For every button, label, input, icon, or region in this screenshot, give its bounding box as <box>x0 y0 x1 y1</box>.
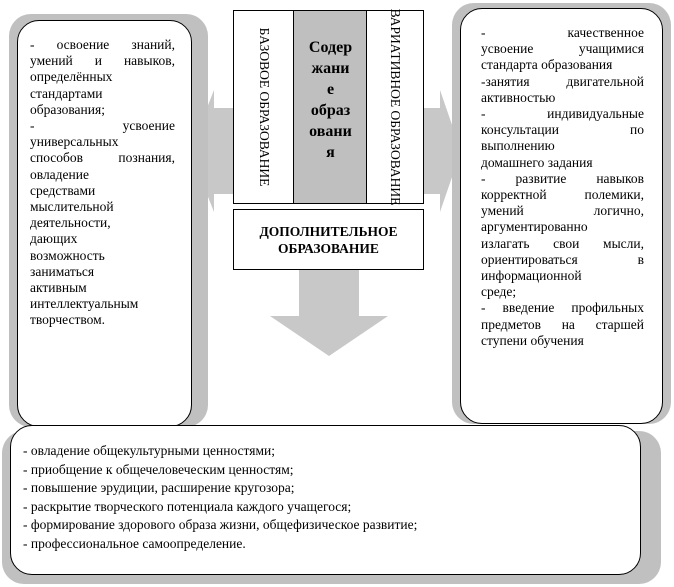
basic-education-label: БАЗОВОЕ ОБРАЗОВАНИЕ <box>256 27 272 187</box>
text-line: консультации по <box>481 122 644 138</box>
content-title-line: образ <box>310 102 351 119</box>
text-line: творчеством. <box>30 312 106 328</box>
text-line: корректной полемики, <box>481 187 644 203</box>
bottom-box: - овладение общекультурными ценностями; -… <box>10 425 641 575</box>
text-line: - формирование здорового образа жизни, о… <box>23 517 418 532</box>
text-line: мыслительной <box>30 199 114 215</box>
text-line: умений и навыков, <box>30 53 175 69</box>
text-line: усвоение учащимися <box>481 41 644 57</box>
text-line: средствами <box>30 182 96 198</box>
content-column: Содер жани е образ овани я <box>294 11 367 203</box>
text-line: активным <box>30 280 87 296</box>
text-line: - качественное <box>481 25 644 40</box>
content-title-line: овани <box>309 123 352 140</box>
text-line: среде; <box>481 284 517 300</box>
education-content-block: БАЗОВОЕ ОБРАЗОВАНИЕ Содер жани е образ овани… <box>233 8 424 206</box>
left-arrow <box>190 90 233 212</box>
text-line: образования; <box>30 101 105 117</box>
variative-education-label: ВАРИАТИВНОЕ ОБРАЗОВАНИЕ <box>388 8 403 206</box>
text-line: активностью <box>481 89 556 105</box>
content-of-education-title: Содер жани е образ овани я <box>294 37 367 163</box>
bottom-box-text: - овладение общекультурными ценностями; -… <box>23 442 640 553</box>
text-line: - профессиональное самоопределение. <box>23 535 246 551</box>
content-title-line: е <box>326 81 335 98</box>
content-title-line: я <box>326 144 335 161</box>
text-line: ступени обучения <box>481 332 584 348</box>
text-line: - развитие навыков <box>481 170 644 186</box>
text-line: интеллектуальным <box>30 296 139 312</box>
basic-education-column: БАЗОВОЕ ОБРАЗОВАНИЕ <box>234 11 294 203</box>
text-line: - усвоение <box>30 118 175 134</box>
content-title-line: жани <box>311 60 350 77</box>
text-line: - овладение общекультурными ценностями; <box>23 443 275 458</box>
text-line: универсальных <box>30 134 119 150</box>
text-line: умений логично, <box>481 203 644 219</box>
left-box-text: - освоение знаний,умений и навыков,опред… <box>30 37 175 329</box>
additional-education-line: ОБРАЗОВАНИЕ <box>278 240 379 256</box>
additional-education-line: ДОПОЛНИТЕЛЬНОЕ <box>259 223 398 239</box>
text-line: информационной <box>481 268 582 284</box>
text-line: - приобщение к общечеловеческим ценностя… <box>23 461 294 477</box>
text-line: излагать свои мысли, <box>481 235 644 251</box>
text-line: - введение профильных <box>481 300 644 316</box>
text-line: способов познания, <box>30 150 175 166</box>
text-line: - индивидуальные <box>481 106 644 122</box>
text-line: стандартами <box>30 85 103 101</box>
text-line: стандарта образования <box>481 57 613 73</box>
text-line: возможность <box>30 247 105 263</box>
down-arrow <box>270 270 388 356</box>
text-line: ориентироваться в <box>481 251 644 267</box>
right-arrow <box>424 90 461 212</box>
text-line: деятельности, <box>30 215 111 231</box>
text-line: определённых <box>30 69 113 85</box>
text-line: - повышение эрудиции, расширение кругозо… <box>23 480 295 495</box>
text-line: - освоение знаний, <box>30 37 175 52</box>
text-line: - раскрытие творческого потенциала каждо… <box>23 498 352 514</box>
text-line: выполнению <box>481 138 555 154</box>
text-line: предметов на старшей <box>481 316 644 332</box>
text-line: дающих <box>30 231 78 247</box>
variative-education-column: ВАРИАТИВНОЕ ОБРАЗОВАНИЕ <box>367 8 423 206</box>
text-line: заниматься <box>30 263 95 279</box>
left-box: - освоение знаний,умений и навыков,опред… <box>17 20 192 427</box>
text-line: -занятия двигательной <box>481 73 644 89</box>
text-line: овладение <box>30 166 89 182</box>
content-title-line: Содер <box>308 39 353 56</box>
text-line: аргументированно <box>481 219 588 235</box>
text-line: домашнего задания <box>481 154 593 170</box>
